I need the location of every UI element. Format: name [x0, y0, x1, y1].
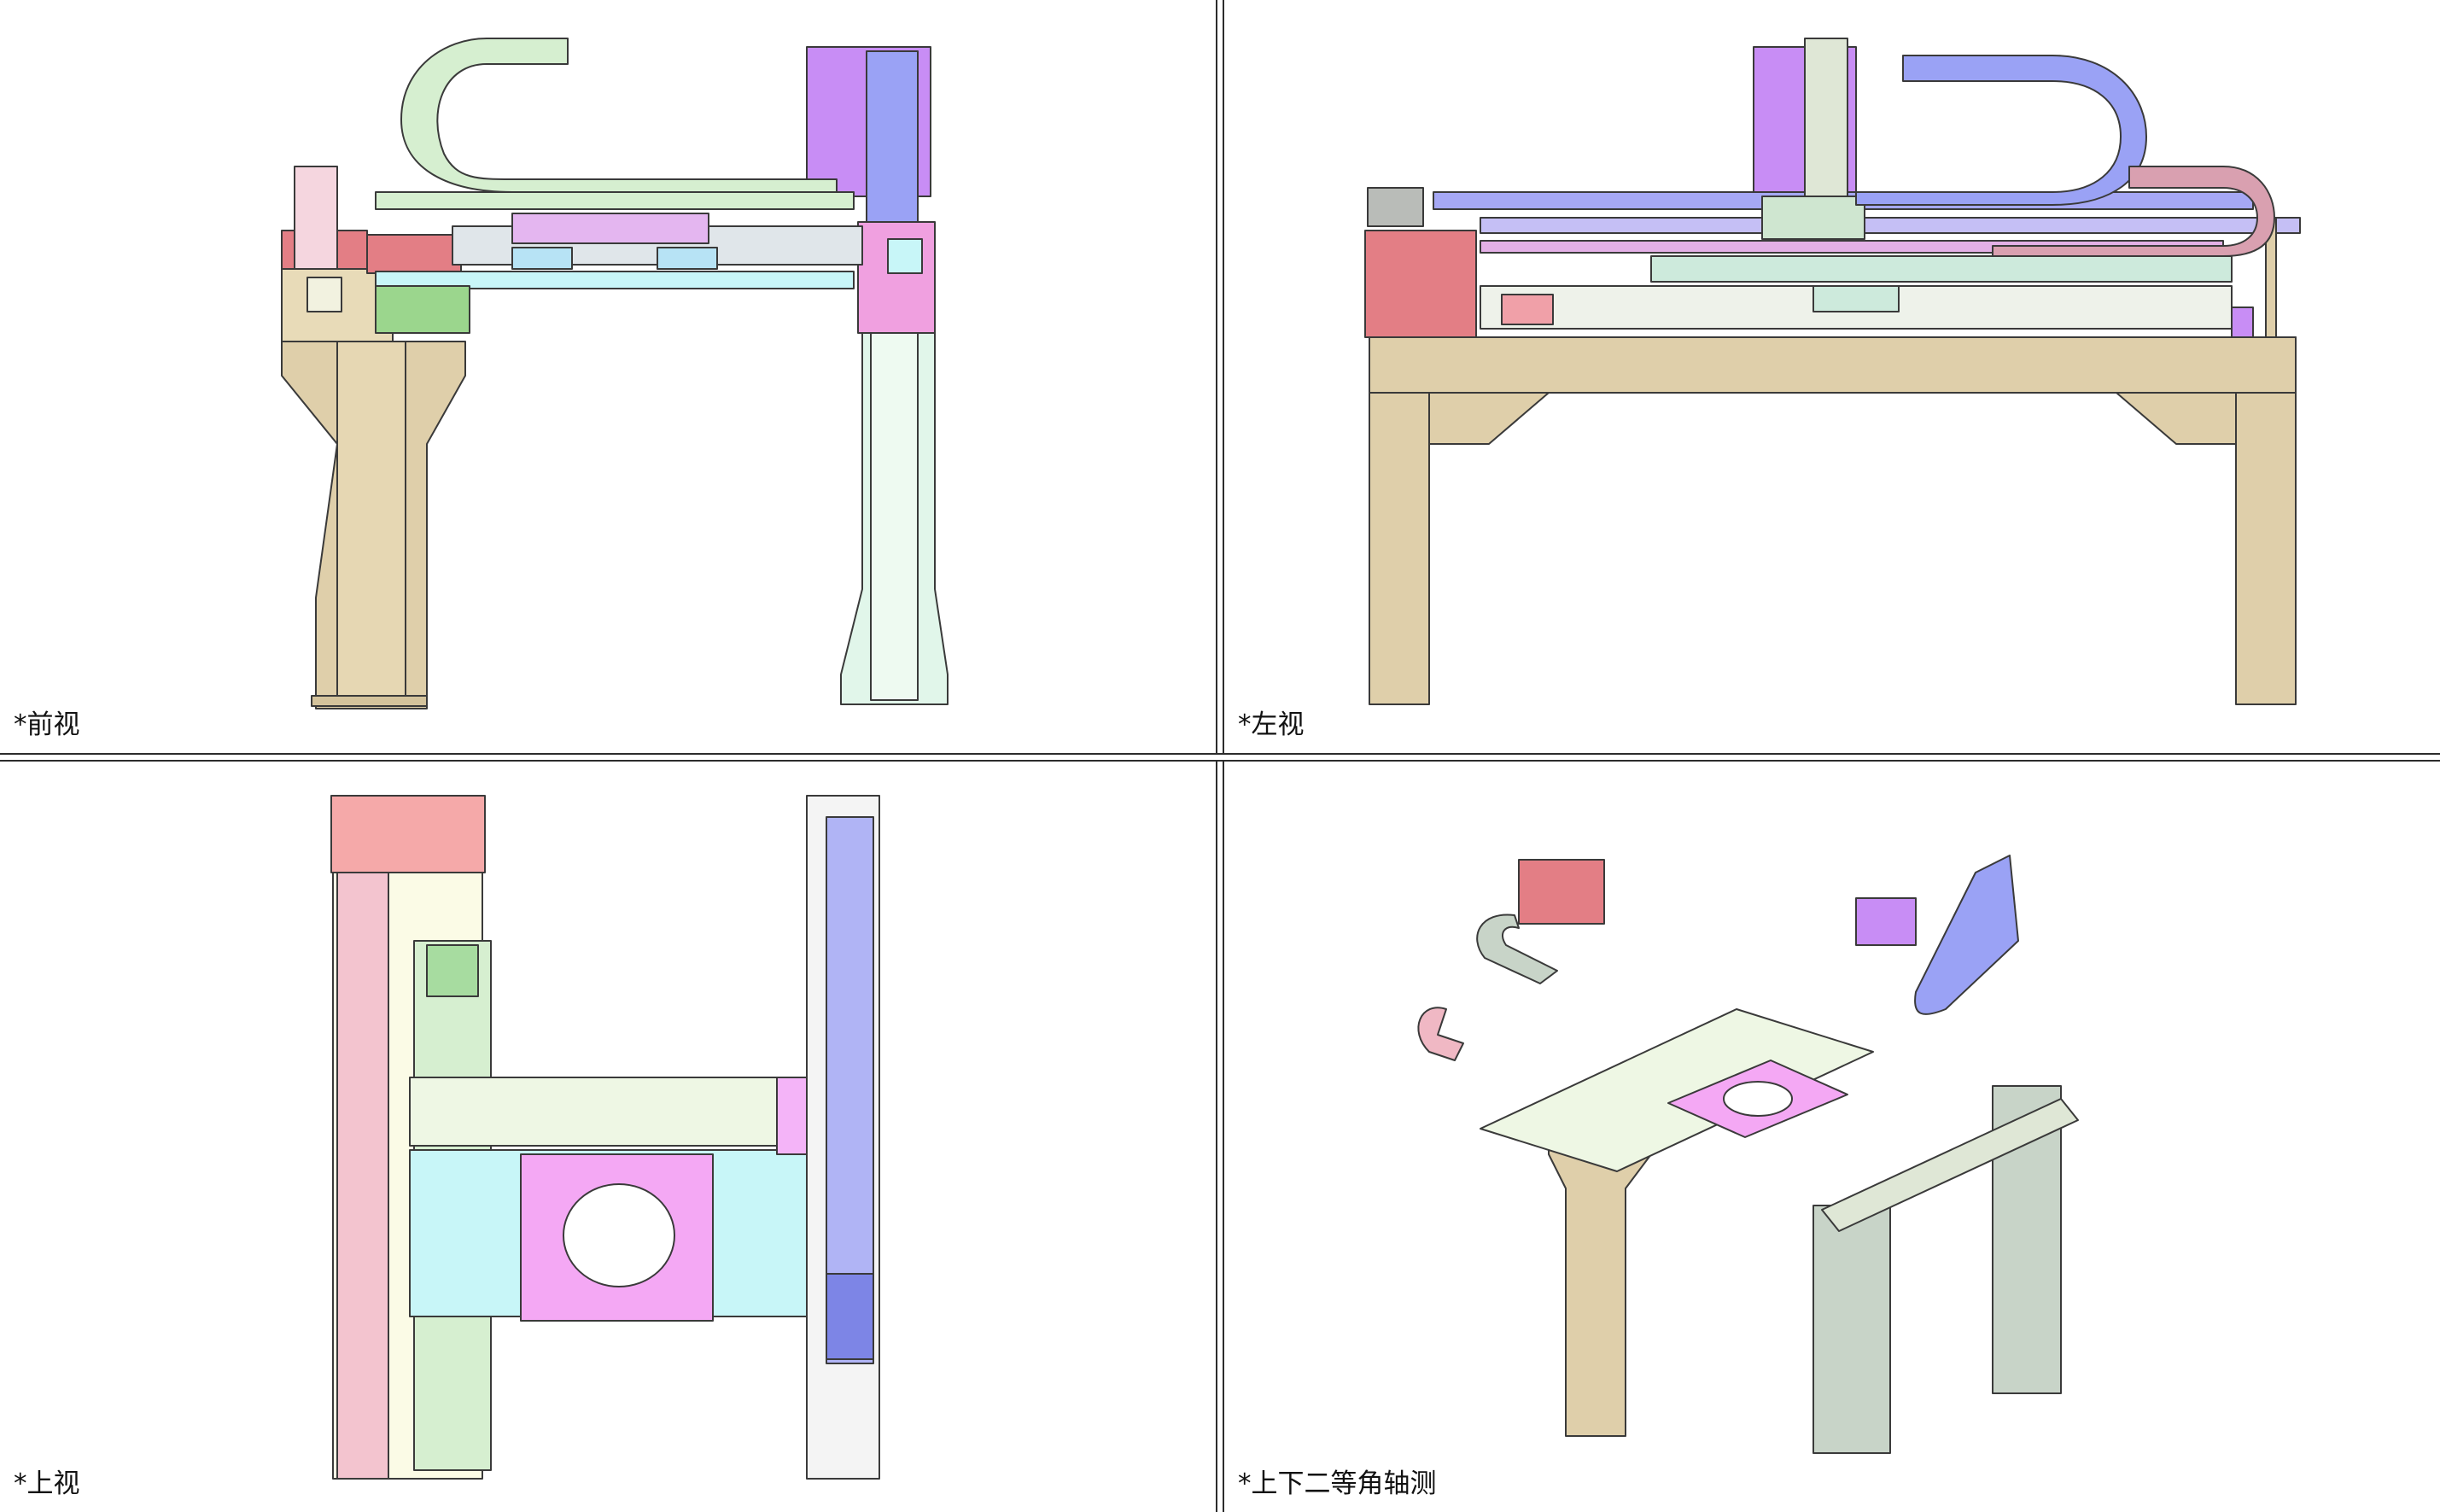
viewport-iso[interactable]: *上下二等角轴测 [1224, 762, 2440, 1512]
viewport-divider-horizontal[interactable] [0, 753, 2440, 762]
viewport-front[interactable]: *前视 [0, 0, 1216, 753]
viewport-left[interactable]: *左视 [1224, 0, 2440, 753]
top-view-model [330, 795, 880, 1480]
viewport-top[interactable]: *上视 [0, 762, 1216, 1512]
viewport-label-iso[interactable]: *上下二等角轴测 [1238, 1468, 1437, 1499]
iso-view-model [1417, 855, 2079, 1454]
viewport-label-left[interactable]: *左视 [1238, 709, 1305, 740]
left-view-model [1364, 38, 2301, 705]
front-view-model [281, 38, 949, 709]
viewport-label-front[interactable]: *前视 [14, 709, 80, 740]
viewport-label-top[interactable]: *上视 [14, 1468, 80, 1499]
